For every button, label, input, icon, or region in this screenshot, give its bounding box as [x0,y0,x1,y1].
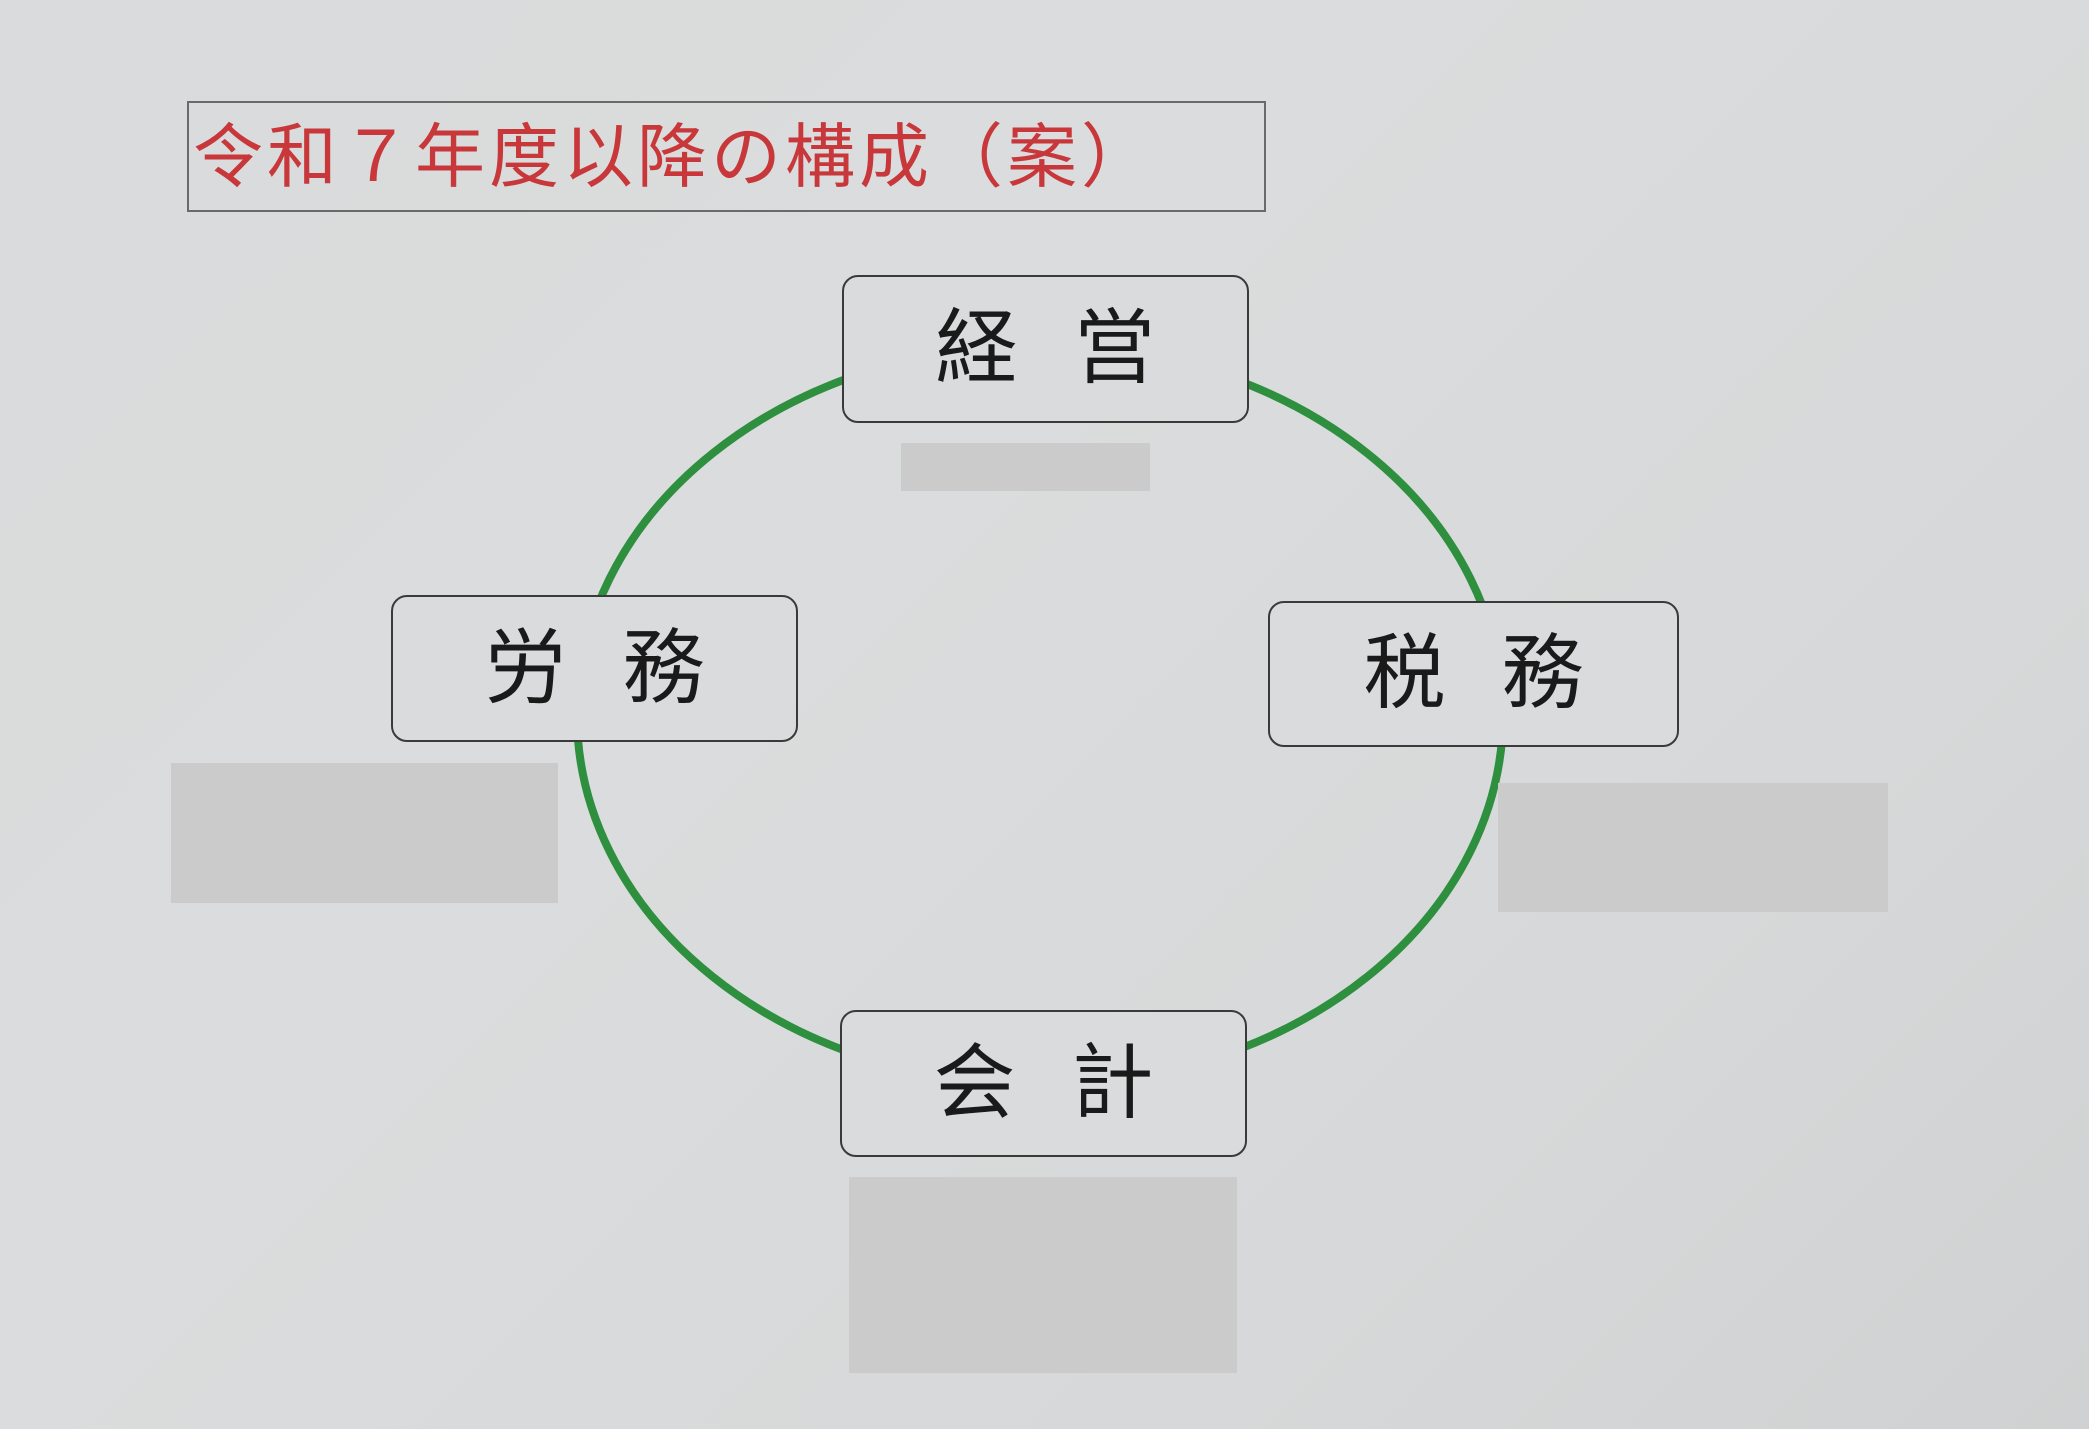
page-title: 令和７年度以降の構成（案） [193,115,1155,198]
node-keiei: 経営 [842,275,1249,423]
redacted-block-zeimu [1498,783,1888,912]
node-zeimu-label: 税務 [1363,626,1640,721]
node-roumu-label: 労務 [484,620,761,716]
node-kaikei-label: 会計 [933,1035,1210,1131]
node-keiei-label: 経営 [935,301,1212,396]
node-kaikei: 会計 [840,1010,1247,1157]
title-box: 令和７年度以降の構成（案） [187,101,1266,212]
redacted-block-kaikei [849,1177,1237,1373]
node-roumu: 労務 [391,595,798,742]
redacted-block-keiei [901,443,1150,491]
redacted-block-roumu [171,763,558,903]
node-zeimu: 税務 [1268,601,1679,747]
